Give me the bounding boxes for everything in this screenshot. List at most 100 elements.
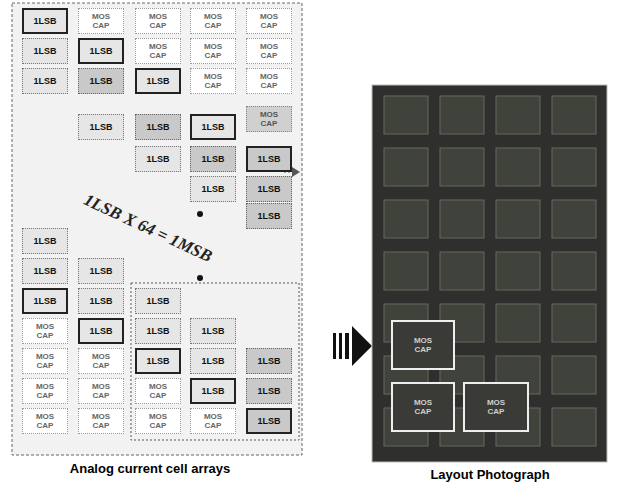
lsb-cell: 1LSB: [246, 176, 292, 202]
lsb-cell: 1LSB: [246, 203, 292, 229]
cell-label: 1LSB: [257, 154, 280, 164]
cell-label: MOS CAP: [482, 398, 510, 416]
photo-cell: [384, 148, 428, 186]
photo-cell: [384, 252, 428, 290]
lsb-cell-highlighted: 1LSB: [78, 318, 124, 344]
ellipsis-dot: [197, 275, 203, 281]
panel-caption: Layout Photograph: [430, 467, 549, 482]
mos-cap-cell: MOS CAP: [78, 8, 124, 34]
cell-label: MOS CAP: [31, 322, 59, 340]
mos-cap-cell: MOS CAP: [246, 8, 292, 34]
lsb-cell: 1LSB: [78, 288, 124, 314]
cell-label: 1LSB: [257, 416, 280, 426]
mos-cap-cell: MOS CAP: [190, 68, 236, 94]
lsb-cell: 1LSB: [135, 146, 181, 172]
lsb-cell-highlighted: 1LSB: [190, 378, 236, 404]
lsb-cell: 1LSB: [78, 114, 124, 140]
lsb-cell: 1LSB: [190, 176, 236, 202]
cell-label: 1LSB: [201, 356, 224, 366]
cell-label: MOS CAP: [144, 382, 172, 400]
mos-cap-cell: MOS CAP: [190, 8, 236, 34]
panel-caption: Analog current cell arrays: [70, 461, 230, 476]
lsb-cell: 1LSB: [135, 318, 181, 344]
lsb-cell: 1LSB: [22, 228, 68, 254]
mos-cap-cell: MOS CAP: [22, 318, 68, 344]
arrow-bar: [339, 333, 342, 359]
cell-label: 1LSB: [146, 296, 169, 306]
cell-label: 1LSB: [89, 46, 112, 56]
lsb-cell: 1LSB: [135, 114, 181, 140]
photo-cell: [440, 200, 484, 238]
cell-label: 1LSB: [33, 266, 56, 276]
cell-label: 1LSB: [33, 236, 56, 246]
lsb-cell: 1LSB: [22, 258, 68, 284]
cell-label: 1LSB: [201, 154, 224, 164]
lsb-cell: 1LSB: [190, 146, 236, 172]
cell-label: MOS CAP: [144, 42, 172, 60]
photo-mos-cap: MOS CAP: [391, 320, 455, 370]
mos-cap-cell: MOS CAP: [246, 106, 292, 132]
cell-label: MOS CAP: [87, 412, 115, 430]
cell-label: MOS CAP: [87, 352, 115, 370]
small-arrowhead: [292, 167, 300, 177]
cell-label: 1LSB: [201, 122, 224, 132]
lsb-cell-highlighted: 1LSB: [78, 38, 124, 64]
mos-cap-cell: MOS CAP: [22, 378, 68, 404]
cell-label: MOS CAP: [144, 412, 172, 430]
arrow-bar: [333, 333, 336, 359]
cell-label: 1LSB: [146, 76, 169, 86]
lsb-cell: 1LSB: [190, 318, 236, 344]
cell-label: 1LSB: [257, 184, 280, 194]
cell-label: 1LSB: [89, 296, 112, 306]
mos-cap-cell: MOS CAP: [78, 378, 124, 404]
cell-label: 1LSB: [146, 356, 169, 366]
array-panel: [12, 3, 302, 455]
photo-cell: [552, 408, 596, 446]
cell-label: 1LSB: [201, 326, 224, 336]
photo-cell: [552, 200, 596, 238]
mos-cap-cell: MOS CAP: [135, 408, 181, 434]
lsb-cell: 1LSB: [246, 378, 292, 404]
photo-cell: [552, 148, 596, 186]
photo-cell: [440, 148, 484, 186]
photo-cell: [496, 96, 540, 134]
cell-label: MOS CAP: [255, 42, 283, 60]
photo-cell: [384, 96, 428, 134]
arrow-bar: [345, 333, 349, 359]
lsb-cell-highlighted: 1LSB: [190, 114, 236, 140]
cell-label: 1LSB: [89, 122, 112, 132]
cell-label: 1LSB: [257, 356, 280, 366]
cell-label: 1LSB: [89, 326, 112, 336]
photo-cell: [384, 200, 428, 238]
photo-mos-cap: MOS CAP: [463, 382, 529, 432]
cell-label: MOS CAP: [144, 12, 172, 30]
lsb-cell: 1LSB: [78, 68, 124, 94]
lsb-cell: 1LSB: [22, 38, 68, 64]
cell-label: 1LSB: [89, 266, 112, 276]
mos-cap-cell: MOS CAP: [246, 38, 292, 64]
cell-label: 1LSB: [257, 386, 280, 396]
lsb-cell: 1LSB: [78, 258, 124, 284]
cell-label: 1LSB: [201, 184, 224, 194]
dotted-region: [131, 283, 299, 440]
cell-label: 1LSB: [33, 76, 56, 86]
cell-label: 1LSB: [146, 154, 169, 164]
cell-label: 1LSB: [257, 211, 280, 221]
big-arrowhead: [352, 326, 372, 366]
photo-cell: [552, 304, 596, 342]
lsb-cell: 1LSB: [246, 348, 292, 374]
cell-label: MOS CAP: [199, 72, 227, 90]
cell-label: MOS CAP: [255, 12, 283, 30]
cell-label: MOS CAP: [87, 382, 115, 400]
lsb-cell-highlighted: 1LSB: [135, 68, 181, 94]
lsb-cell-highlighted: 1LSB: [246, 408, 292, 434]
cell-label: 1LSB: [146, 122, 169, 132]
mos-cap-cell: MOS CAP: [135, 378, 181, 404]
mos-cap-cell: MOS CAP: [190, 38, 236, 64]
layout-photo: [372, 85, 607, 462]
cell-label: MOS CAP: [31, 352, 59, 370]
lsb-cell: 1LSB: [22, 68, 68, 94]
cell-label: MOS CAP: [199, 12, 227, 30]
cell-label: MOS CAP: [87, 12, 115, 30]
